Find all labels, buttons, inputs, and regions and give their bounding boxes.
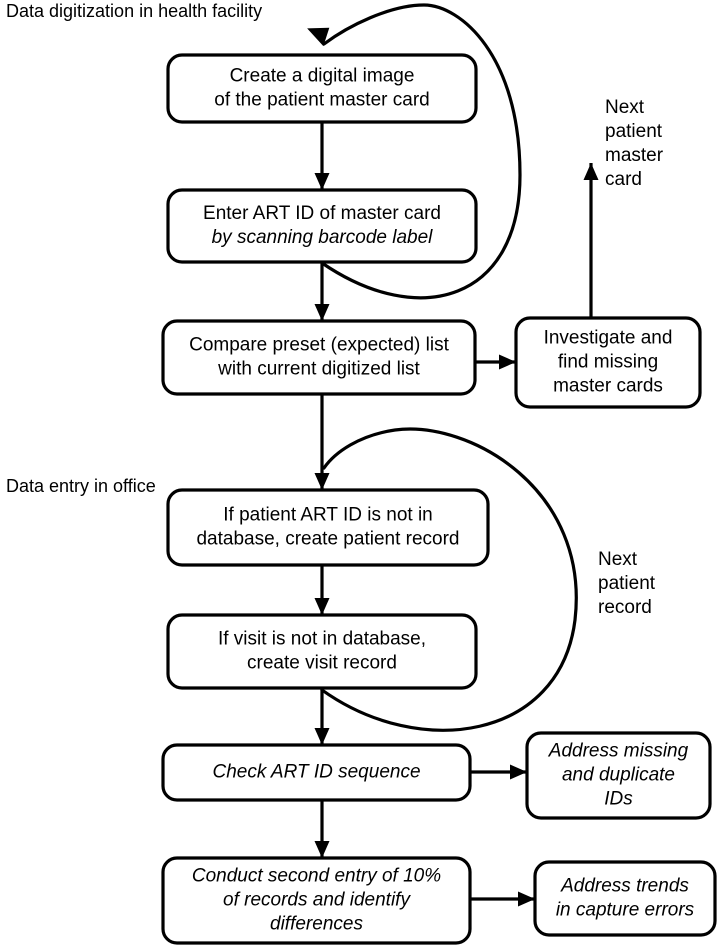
loop-label-next-patient-record-line-0: Next bbox=[598, 549, 638, 570]
branch-secondentry-to-trends-arrowhead bbox=[518, 891, 535, 907]
loop-label-next-patient-record-line-1: patient bbox=[598, 573, 656, 594]
node-label-address-missing-duplicate-ids-line-2: IDs bbox=[604, 789, 633, 810]
node-shape-enter-art-id bbox=[166, 188, 478, 264]
loop-label-next-patient-master-card-line-3: card bbox=[605, 169, 642, 190]
node-label-conduct-second-entry-line-0: Conduct second entry of 10% bbox=[192, 866, 441, 887]
node-enter-art-id[interactable]: Enter ART ID of master card by scanning b… bbox=[166, 188, 478, 264]
node-label-create-visit-record-line-0: If visit is not in database, bbox=[218, 629, 426, 650]
node-shape-conduct-second-entry bbox=[161, 856, 472, 945]
node-label-conduct-second-entry-line-1: of records and identify bbox=[223, 890, 411, 911]
loop-master-card bbox=[320, 3, 522, 300]
node-label-investigate-missing-cards-line-0: Investigate and bbox=[544, 328, 673, 349]
node-label-investigate-missing-cards-line-1: find missing bbox=[558, 352, 658, 373]
node-shape-create-visit-record bbox=[166, 613, 478, 690]
node-label-address-capture-errors-line-1: in capture errors bbox=[556, 900, 695, 921]
node-create-patient-record[interactable]: If patient ART ID is not in database, cre… bbox=[166, 488, 490, 567]
node-conduct-second-entry[interactable]: Conduct second entry of 10% of records an… bbox=[161, 856, 472, 945]
flow-visitrec-to-checkseq-arrowhead bbox=[314, 728, 330, 745]
node-label-compare-preset-list-line-1: with current digitized list bbox=[217, 359, 420, 380]
branch-checkseq-to-addressids-arrowhead bbox=[510, 764, 527, 780]
node-shape-create-digital-image bbox=[166, 53, 478, 124]
node-shape-address-missing-duplicate-ids bbox=[525, 731, 712, 820]
node-investigate-missing-cards[interactable]: Investigate and find missing master cards bbox=[514, 316, 702, 409]
loop-patient-record bbox=[320, 427, 578, 732]
node-label-address-missing-duplicate-ids-line-1: and duplicate bbox=[562, 765, 675, 786]
connector-layer bbox=[314, 122, 599, 907]
node-label-create-digital-image-line-1: of the patient master card bbox=[214, 90, 429, 111]
node-label-create-patient-record-line-0: If patient ART ID is not in bbox=[223, 505, 432, 526]
flow-checkseq-to-secondentry-arrowhead bbox=[314, 841, 330, 858]
node-check-art-id-sequence[interactable]: Check ART ID sequence bbox=[161, 743, 472, 802]
node-label-address-capture-errors-line-0: Address trends bbox=[560, 876, 689, 897]
loop-label-next-patient-master-card-line-2: master bbox=[605, 145, 664, 166]
node-compare-preset-list[interactable]: Compare preset (expected) list with curre… bbox=[161, 319, 477, 396]
node-label-address-missing-duplicate-ids-line-0: Address missing bbox=[548, 741, 689, 762]
loop-master-card-arrowhead bbox=[307, 27, 330, 47]
node-shape-create-patient-record bbox=[166, 488, 490, 567]
node-address-capture-errors[interactable]: Address trends in capture errors bbox=[533, 860, 717, 937]
loop-label-next-patient-master-card-line-0: Next bbox=[605, 97, 645, 118]
loop-label-next-patient-record-line-2: record bbox=[598, 597, 652, 618]
flow-compare-to-patientrec-arrowhead bbox=[314, 473, 330, 490]
node-create-digital-image[interactable]: Create a digital image of the patient mas… bbox=[166, 53, 478, 124]
section-health-facility: Data digitization in health facility bbox=[6, 1, 262, 21]
feedback-investigate-up-arrowhead bbox=[583, 163, 599, 180]
node-shape-address-capture-errors bbox=[533, 860, 717, 937]
label-layer: Data digitization in health facilityData… bbox=[6, 1, 664, 618]
loop-label-next-patient-record: Next patient record bbox=[598, 549, 656, 618]
node-create-visit-record[interactable]: If visit is not in database, create visit… bbox=[166, 613, 478, 690]
node-label-conduct-second-entry-line-2: differences bbox=[270, 914, 363, 935]
branch-compare-to-investigate-arrowhead bbox=[499, 354, 516, 370]
node-label-investigate-missing-cards-line-2: master cards bbox=[553, 376, 663, 397]
node-shape-check-art-id-sequence bbox=[161, 743, 472, 802]
node-label-create-visit-record-line-1: create visit record bbox=[247, 653, 397, 674]
flow-create-to-enter-arrowhead bbox=[314, 173, 330, 190]
node-label-create-patient-record-line-1: database, create patient record bbox=[196, 529, 459, 550]
node-label-enter-art-id-line-1: by scanning barcode label bbox=[212, 227, 434, 248]
node-shape-compare-preset-list bbox=[161, 319, 477, 396]
node-layer: Create a digital image of the patient mas… bbox=[161, 53, 717, 945]
node-shape-investigate-missing-cards bbox=[514, 316, 702, 409]
node-label-compare-preset-list-line-0: Compare preset (expected) list bbox=[189, 335, 449, 356]
section-office: Data entry in office bbox=[6, 476, 156, 496]
flow-patientrec-to-visitrec-arrowhead bbox=[314, 598, 330, 615]
node-label-create-digital-image-line-0: Create a digital image bbox=[230, 66, 415, 87]
loop-arc-layer bbox=[307, 3, 578, 732]
flow-enter-to-compare-arrowhead bbox=[314, 304, 330, 321]
loop-label-next-patient-master-card-line-1: patient bbox=[605, 121, 663, 142]
loop-label-next-patient-master-card: Next patient master card bbox=[605, 97, 664, 190]
node-label-check-art-id-sequence-line-0: Check ART ID sequence bbox=[212, 762, 420, 783]
node-label-enter-art-id-line-0: Enter ART ID of master card bbox=[203, 203, 441, 224]
